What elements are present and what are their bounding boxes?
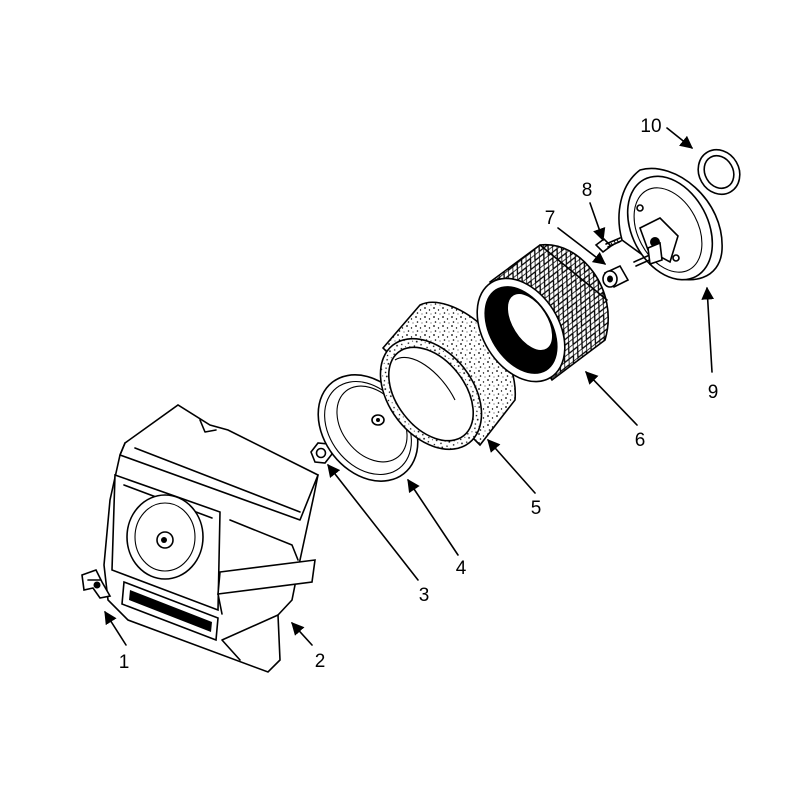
spacer-part (602, 264, 630, 289)
leader-5 (487, 439, 536, 494)
wing-nut-part (81, 569, 112, 599)
leader-3 (327, 463, 419, 581)
callout-10: 10 (640, 116, 661, 137)
callout-2: 2 (315, 651, 326, 672)
leader-9 (701, 286, 715, 373)
leader-4 (407, 478, 459, 556)
base-plate-part (618, 167, 723, 281)
callout-8: 8 (582, 180, 593, 201)
callout-4: 4 (456, 558, 467, 579)
leader-6 (585, 371, 638, 426)
callout-7: 7 (545, 208, 556, 229)
air-cleaner-cover-part (103, 404, 319, 673)
leader-8 (589, 202, 606, 242)
leader-7 (557, 227, 607, 265)
callout-6: 6 (635, 430, 646, 451)
hex-nut-part (310, 442, 333, 464)
leader-2 (291, 622, 313, 646)
callout-9: 9 (708, 382, 719, 403)
callout-1: 1 (119, 652, 130, 673)
paper-filter-part (476, 243, 610, 383)
callout-3: 3 (419, 585, 430, 606)
leader-lines (104, 127, 715, 646)
leader-10 (666, 127, 693, 149)
screw-part (594, 237, 622, 254)
callout-5: 5 (531, 498, 542, 519)
callout-labels: 1 2 3 4 5 6 7 8 9 10 (119, 116, 719, 673)
leader-1 (104, 610, 127, 646)
gasket-part (697, 148, 741, 196)
